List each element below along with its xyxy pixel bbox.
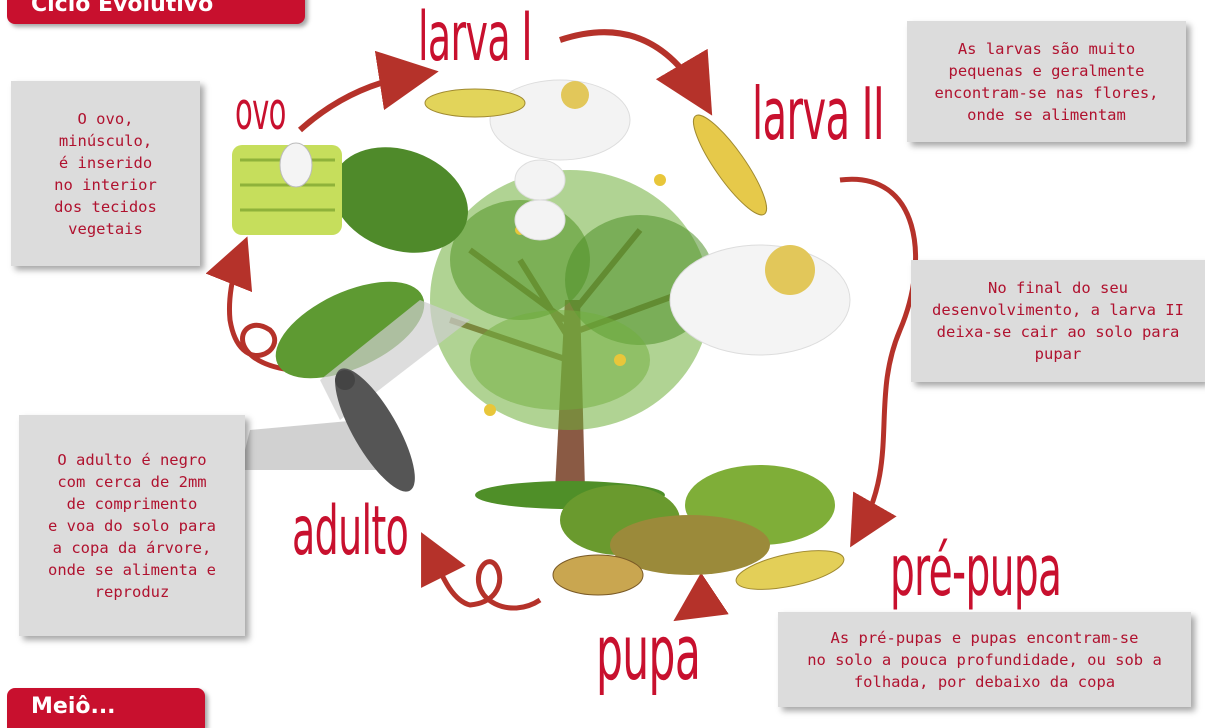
arrow-ovo-to-larva1 xyxy=(300,75,415,130)
note-adulto: O adulto é negro com cerca de 2mm de com… xyxy=(19,415,245,636)
note-larvas: As larvas são muito pequenas e geralment… xyxy=(907,21,1186,142)
egg-tissue-illustration xyxy=(232,143,342,235)
stage-label-pupa: pupa xyxy=(596,608,700,697)
page-title-tab: Ciclo Evolutivo xyxy=(7,0,305,24)
stage-label-ovo: ovo xyxy=(235,82,286,142)
stage-label-prepupa: pré-pupa xyxy=(890,530,1061,612)
stage-label-adulto: adulto xyxy=(292,492,408,571)
arrow-larva2-to-prepupa xyxy=(840,179,916,530)
larva1-illustration xyxy=(425,89,525,117)
pupa-illustration xyxy=(553,555,643,595)
note-prepupa-pupa: As pré-pupas e pupas encontram-se no sol… xyxy=(778,612,1191,707)
stage-label-larva2: larva II xyxy=(752,72,884,156)
stage-label-larva1: larva I xyxy=(418,0,532,77)
tree-illustration xyxy=(430,170,715,509)
note-larva2: No final do seu desenvolvimento, a larva… xyxy=(911,260,1205,382)
bottom-section-tab[interactable]: Meiô... xyxy=(7,688,205,728)
note-ovo: O ovo, minúsculo, é inserido no interior… xyxy=(11,81,200,266)
arrow-pupa-to-adulto xyxy=(430,550,540,608)
flower-right xyxy=(670,245,850,355)
